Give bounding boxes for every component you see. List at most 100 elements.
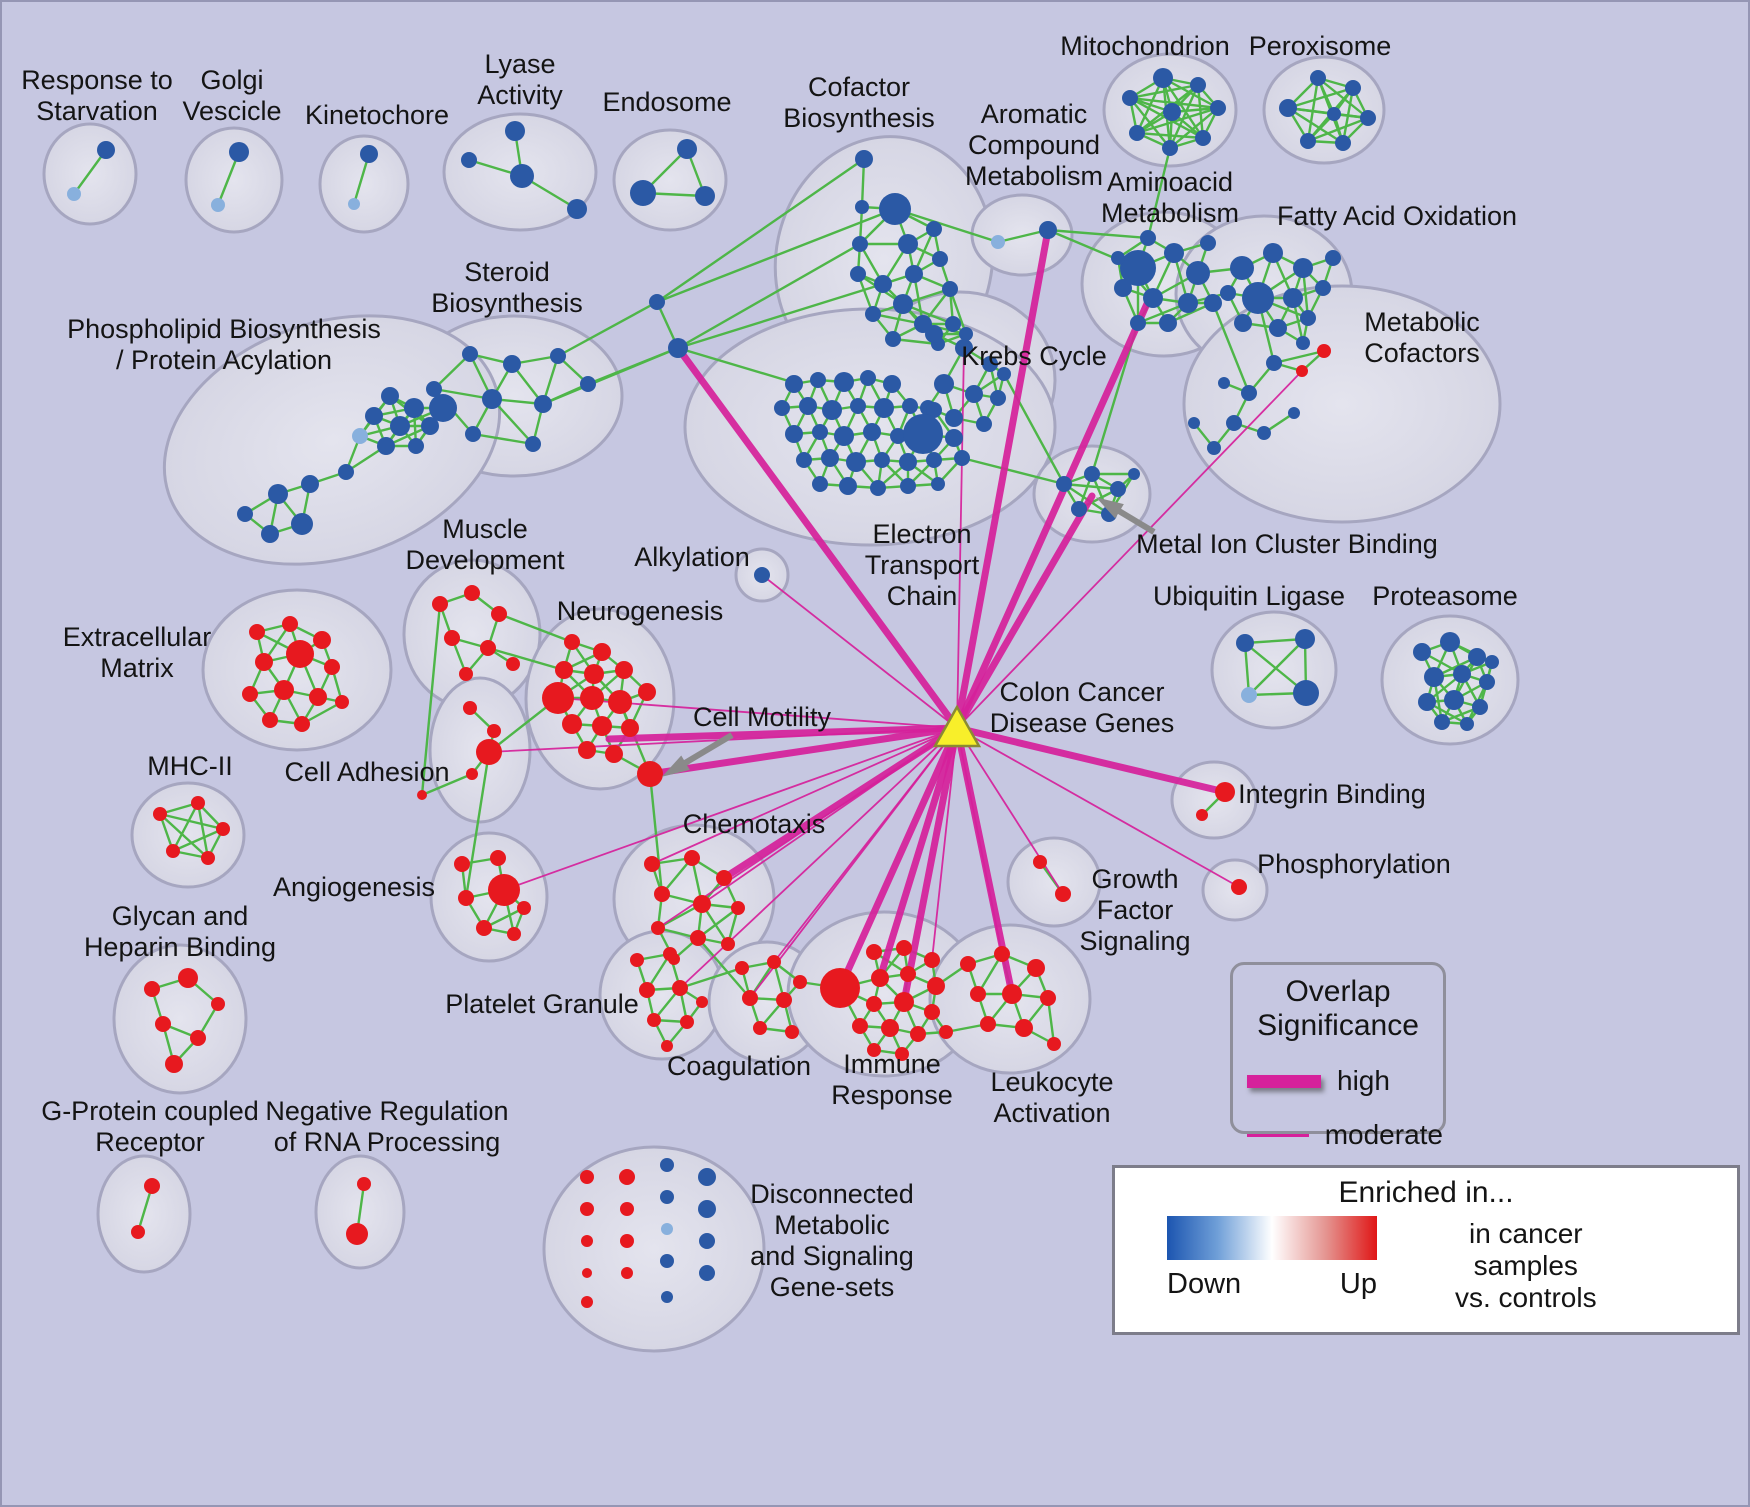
disconnected-gene-sets-node[interactable] [580, 1202, 594, 1216]
response-to-starvation-node[interactable] [67, 187, 81, 201]
phospholipid-biosynthesis-node[interactable] [352, 428, 368, 444]
metabolic-cofactors-node[interactable] [1207, 441, 1221, 455]
proteasome-node[interactable] [1453, 665, 1471, 683]
electron-transport-chain-node[interactable] [903, 414, 943, 454]
aminoacid-metabolism-node[interactable] [1143, 288, 1163, 308]
cofactor-biosynthesis-node[interactable] [879, 193, 911, 225]
cell-adhesion-node[interactable] [417, 790, 427, 800]
electron-transport-chain-node[interactable] [785, 425, 803, 443]
lyase-activity-node[interactable] [461, 152, 477, 168]
disconnected-gene-sets-node[interactable] [621, 1267, 633, 1279]
chemotaxis-node[interactable] [644, 856, 660, 872]
angiogenesis-node[interactable] [507, 927, 521, 941]
phospholipid-biosynthesis-node[interactable] [301, 475, 319, 493]
platelet-granule-node[interactable] [639, 982, 655, 998]
chemotaxis-node[interactable] [690, 930, 706, 946]
disconnected-gene-sets-node[interactable] [620, 1234, 634, 1248]
metabolic-cofactors-node[interactable] [1296, 365, 1308, 377]
neurogenesis-node[interactable] [615, 661, 633, 679]
extracellular-matrix-node[interactable] [274, 680, 294, 700]
kinetochore-node[interactable] [360, 145, 378, 163]
disconnected-gene-sets-node[interactable] [661, 1223, 673, 1235]
steroid-biosynthesis-node[interactable] [462, 346, 478, 362]
steroid-biosynthesis-node[interactable] [534, 395, 552, 413]
immune-response-node[interactable] [894, 992, 914, 1012]
electron-transport-chain-node[interactable] [902, 398, 918, 414]
neurogenesis-node[interactable] [608, 690, 632, 714]
angiogenesis-node[interactable] [517, 901, 531, 915]
disconnected-gene-sets-node[interactable] [582, 1268, 592, 1278]
peroxisome-node[interactable] [1300, 133, 1316, 149]
fatty-acid-oxidation-node[interactable] [1325, 250, 1341, 266]
disconnected-gene-sets-node[interactable] [660, 1158, 674, 1172]
angiogenesis-node[interactable] [458, 890, 474, 906]
chemotaxis-node[interactable] [693, 895, 711, 913]
metabolic-cofactors-node[interactable] [1188, 417, 1200, 429]
coagulation-node[interactable] [742, 990, 758, 1006]
peroxisome-node[interactable] [1310, 70, 1326, 86]
phospholipid-biosynthesis-node[interactable] [404, 398, 424, 418]
peroxisome-node[interactable] [1345, 80, 1361, 96]
kinetochore-node[interactable] [348, 198, 360, 210]
peroxisome-node[interactable] [1279, 99, 1297, 117]
mhc-ii-node[interactable] [216, 822, 230, 836]
krebs-cycle-node[interactable] [997, 367, 1011, 381]
neurogenesis-node[interactable] [593, 643, 611, 661]
cofactor-biosynthesis-node[interactable] [898, 234, 918, 254]
disconnected-gene-sets-node[interactable] [581, 1296, 593, 1308]
immune-response-node[interactable] [866, 996, 882, 1012]
immune-response-node[interactable] [910, 1026, 926, 1042]
chemotaxis-node[interactable] [651, 921, 665, 935]
mitochondrion-node[interactable] [1163, 103, 1181, 121]
aminoacid-metabolism-node[interactable] [1114, 279, 1132, 297]
steroid-biosynthesis-node[interactable] [503, 355, 521, 373]
proteasome-node[interactable] [1418, 693, 1436, 711]
aminoacid-metabolism-node[interactable] [1140, 230, 1156, 246]
leukocyte-activation-node[interactable] [980, 1016, 996, 1032]
fatty-acid-oxidation-node[interactable] [1220, 285, 1236, 301]
mitochondrion-node[interactable] [1153, 68, 1173, 88]
leukocyte-activation-node[interactable] [1047, 1037, 1061, 1051]
disconnected-gene-sets-node[interactable] [620, 1202, 634, 1216]
neurogenesis-node[interactable] [584, 664, 604, 684]
glycan-heparin-binding-node[interactable] [211, 997, 225, 1011]
peroxisome-node[interactable] [1327, 107, 1341, 121]
ubiquitin-ligase-node[interactable] [1241, 687, 1257, 703]
ubiquitin-ligase-node[interactable] [1295, 629, 1315, 649]
disconnected-gene-sets-node[interactable] [661, 1291, 673, 1303]
response-to-starvation-node[interactable] [97, 141, 115, 159]
coagulation-node[interactable] [767, 955, 781, 969]
aminoacid-metabolism-node[interactable] [1200, 235, 1216, 251]
electron-transport-chain-node[interactable] [839, 477, 857, 495]
fatty-acid-oxidation-node[interactable] [1296, 336, 1310, 350]
immune-response-node[interactable] [866, 944, 882, 960]
electron-transport-chain-node[interactable] [874, 398, 894, 418]
extracellular-matrix-node[interactable] [262, 712, 278, 728]
electron-transport-chain-node[interactable] [834, 372, 854, 392]
aminoacid-metabolism-node[interactable] [1111, 251, 1125, 265]
integrin-binding-node[interactable] [1196, 809, 1208, 821]
mitochondrion-node[interactable] [1210, 100, 1226, 116]
mitochondrion-node[interactable] [1129, 125, 1145, 141]
muscle-development-node[interactable] [444, 630, 460, 646]
electron-transport-chain-node[interactable] [846, 452, 866, 472]
mitochondrion-node[interactable] [1162, 140, 1178, 156]
cofactor-biosynthesis-node[interactable] [932, 251, 948, 267]
mhc-ii-node[interactable] [166, 844, 180, 858]
electron-transport-chain-node[interactable] [810, 372, 826, 388]
krebs-cycle-node[interactable] [990, 390, 1006, 406]
platelet-granule-node[interactable] [696, 996, 708, 1008]
aromatic-compound-metabolism-node[interactable] [991, 235, 1005, 249]
metabolic-cofactors-node[interactable] [1241, 385, 1257, 401]
electron-transport-chain-node[interactable] [890, 428, 906, 444]
glycan-heparin-binding-node[interactable] [155, 1016, 171, 1032]
metal-ion-cluster-binding-node[interactable] [1056, 476, 1072, 492]
chemotaxis-node[interactable] [716, 870, 732, 886]
mitochondrion-node[interactable] [1122, 90, 1138, 106]
aminoacid-metabolism-node[interactable] [1178, 293, 1198, 313]
neurogenesis-node[interactable] [605, 745, 623, 763]
electron-transport-chain-node[interactable] [883, 375, 901, 393]
platelet-granule-node[interactable] [630, 953, 644, 967]
electron-transport-chain-node[interactable] [774, 400, 790, 416]
immune-response-node[interactable] [867, 1043, 881, 1057]
